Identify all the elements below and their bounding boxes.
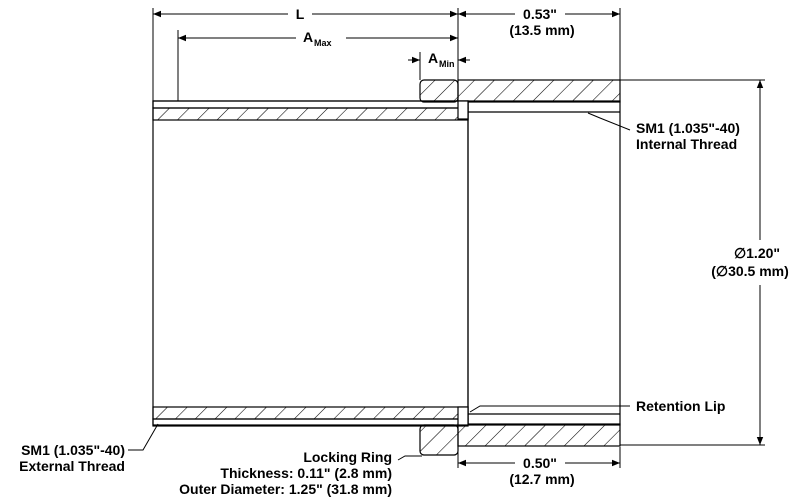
retention-lip-leader bbox=[469, 405, 630, 413]
callout-text: SM1 (1.035"-40) Internal Thread Retentio… bbox=[19, 120, 740, 497]
extension-lines bbox=[152, 8, 765, 468]
internal-thread-leader bbox=[587, 112, 631, 131]
locking-ring-label-line2: Thickness: 0.11" (2.8 mm) bbox=[220, 465, 392, 481]
dimension-text: L A Max A Min 0.53" (13.5 mm) ∅1.20" (∅3… bbox=[296, 6, 789, 487]
dim-label-a-max: A bbox=[303, 29, 313, 45]
dim-label-top-width: 0.53" bbox=[523, 6, 557, 22]
external-thread-leader bbox=[128, 423, 159, 451]
retention-lip-top bbox=[457, 100, 469, 120]
dim-label-l: L bbox=[296, 6, 305, 22]
retention-lip-label: Retention Lip bbox=[636, 398, 725, 414]
external-thread-bottom bbox=[152, 406, 469, 420]
locking-ring-bottom bbox=[419, 424, 459, 456]
dim-label-bottom-width: 0.50" bbox=[523, 455, 557, 471]
external-thread-top bbox=[152, 107, 469, 121]
internal-thread-label-line1: SM1 (1.035"-40) bbox=[636, 120, 740, 136]
dim-label-diameter: ∅1.20" bbox=[734, 245, 780, 261]
adapter-body bbox=[152, 79, 621, 456]
dim-label-bottom-width-mm: (12.7 mm) bbox=[509, 471, 574, 487]
dim-label-a-max-sub: Max bbox=[314, 38, 332, 48]
dim-label-diameter-mm: (∅30.5 mm) bbox=[711, 263, 789, 279]
dim-label-a-min-sub: Min bbox=[439, 59, 455, 69]
locking-ring-label-line3: Outer Diameter: 1.25" (31.8 mm) bbox=[179, 481, 392, 497]
dim-label-top-width-mm: (13.5 mm) bbox=[509, 22, 574, 38]
dimension-lines bbox=[153, 10, 764, 467]
locking-ring-label-line1: Locking Ring bbox=[303, 449, 392, 465]
internal-thread-bottom bbox=[457, 423, 621, 447]
retention-lip bbox=[457, 406, 469, 426]
leader-lines bbox=[128, 112, 631, 461]
locking-ring-top bbox=[419, 79, 459, 103]
dim-label-a-min: A bbox=[428, 50, 438, 66]
internal-thread-top bbox=[457, 79, 621, 103]
locking-ring-leader bbox=[397, 455, 422, 461]
external-thread-label-line1: SM1 (1.035"-40) bbox=[21, 442, 125, 458]
internal-thread-label-line2: Internal Thread bbox=[636, 136, 737, 152]
external-thread-label-line2: External Thread bbox=[19, 458, 125, 474]
